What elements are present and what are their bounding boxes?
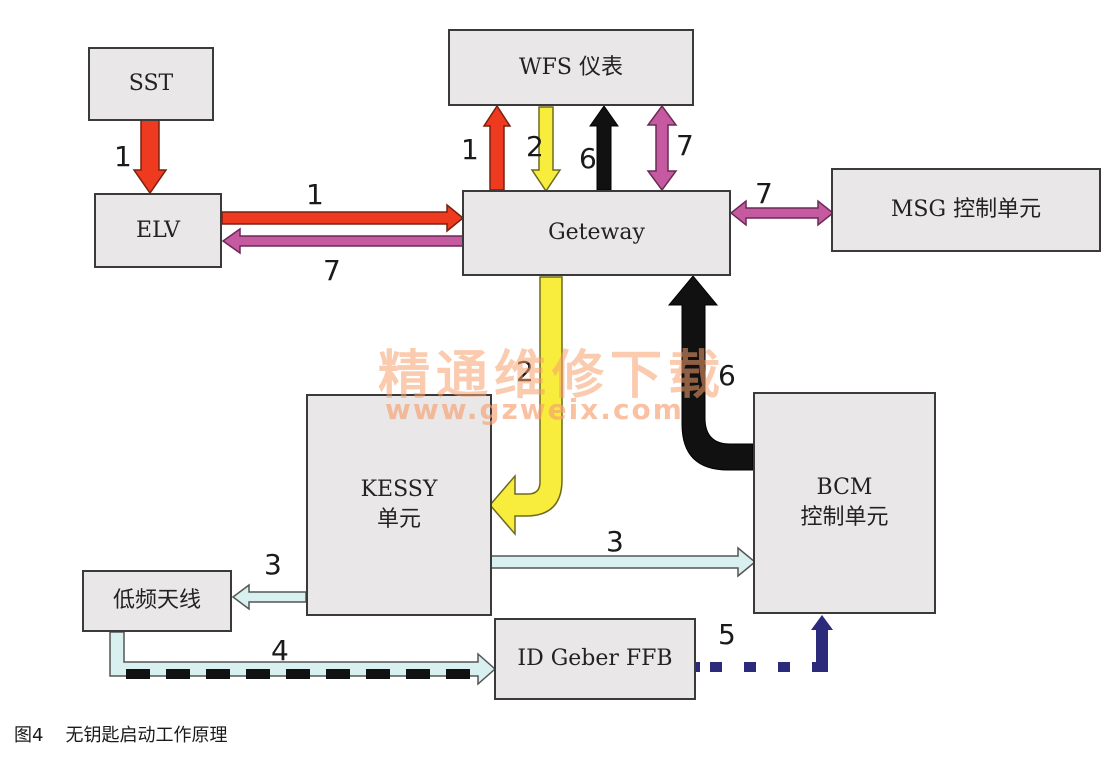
watermark-title: 精通维修下载 [378, 346, 727, 406]
label-sst-elv: 1 [114, 140, 132, 173]
elv-label: ELV [136, 217, 180, 243]
arrow-bcm-gateway-black [667, 275, 754, 471]
msg-label: MSG 控制单元 [890, 197, 1042, 222]
arrow-kessy-antenna-blue [231, 583, 307, 611]
watermark-url: www.gzweix.com [385, 393, 684, 426]
arrow-elv-gateway-red [221, 203, 465, 233]
label-bcm-6: 6 [718, 359, 736, 392]
kessy-box: KESSY 单元 [306, 394, 492, 616]
label-elv-7: 7 [323, 254, 341, 287]
arrow-gateway-wfs-black [589, 105, 619, 191]
arrow-gateway-kessy-yellow [489, 276, 563, 537]
label-id-5: 5 [718, 618, 736, 651]
arrow-gateway-msg-magenta [729, 199, 835, 227]
msg-box: MSG 控制单元 [831, 168, 1101, 252]
arrow-gateway-wfs-red [482, 104, 512, 191]
label-ant-4: 4 [271, 634, 289, 667]
label-wfs-7: 7 [676, 129, 694, 162]
kessy-label: KESSY 单元 [360, 477, 438, 532]
wfs-box: WFS 仪表 [448, 29, 694, 106]
bcm-label: BCM 控制单元 [800, 475, 889, 530]
caption-text: 无钥匙启动工作原理 [65, 725, 228, 746]
gateway-box: Geteway [462, 190, 731, 276]
arrow-kessy-bcm-blue [490, 546, 757, 578]
caption-figure-number: 图4 [14, 725, 44, 746]
figure-caption: 图4 无钥匙启动工作原理 [14, 721, 249, 747]
arrow-wfs-gateway-yellow [530, 106, 562, 193]
arrow-wfs-gateway-magenta [646, 104, 678, 192]
gateway-label: Geteway [548, 220, 645, 245]
label-msg-7: 7 [755, 177, 773, 210]
arrow-sst-elv [132, 119, 168, 195]
arrow-gateway-elv-magenta [221, 227, 464, 255]
elv-box: ELV [94, 193, 222, 268]
sst-box: SST [88, 47, 214, 121]
antenna-label: 低频天线 [112, 588, 201, 613]
label-wfs-6: 6 [579, 142, 597, 175]
label-wfs-1: 1 [461, 133, 479, 166]
label-elv-1: 1 [306, 178, 324, 211]
idgeber-box: ID Geber FFB [494, 618, 696, 700]
label-wfs-2: 2 [526, 130, 544, 163]
antenna-box: 低频天线 [82, 570, 232, 632]
label-ant-3: 3 [264, 548, 282, 581]
label-kessy-2: 2 [516, 355, 534, 388]
sst-label: SST [128, 71, 174, 96]
bcm-box: BCM 控制单元 [753, 392, 936, 614]
idgeber-label: ID Geber FFB [517, 646, 673, 671]
wfs-label: WFS 仪表 [519, 54, 623, 80]
label-bcm-3: 3 [606, 525, 624, 558]
